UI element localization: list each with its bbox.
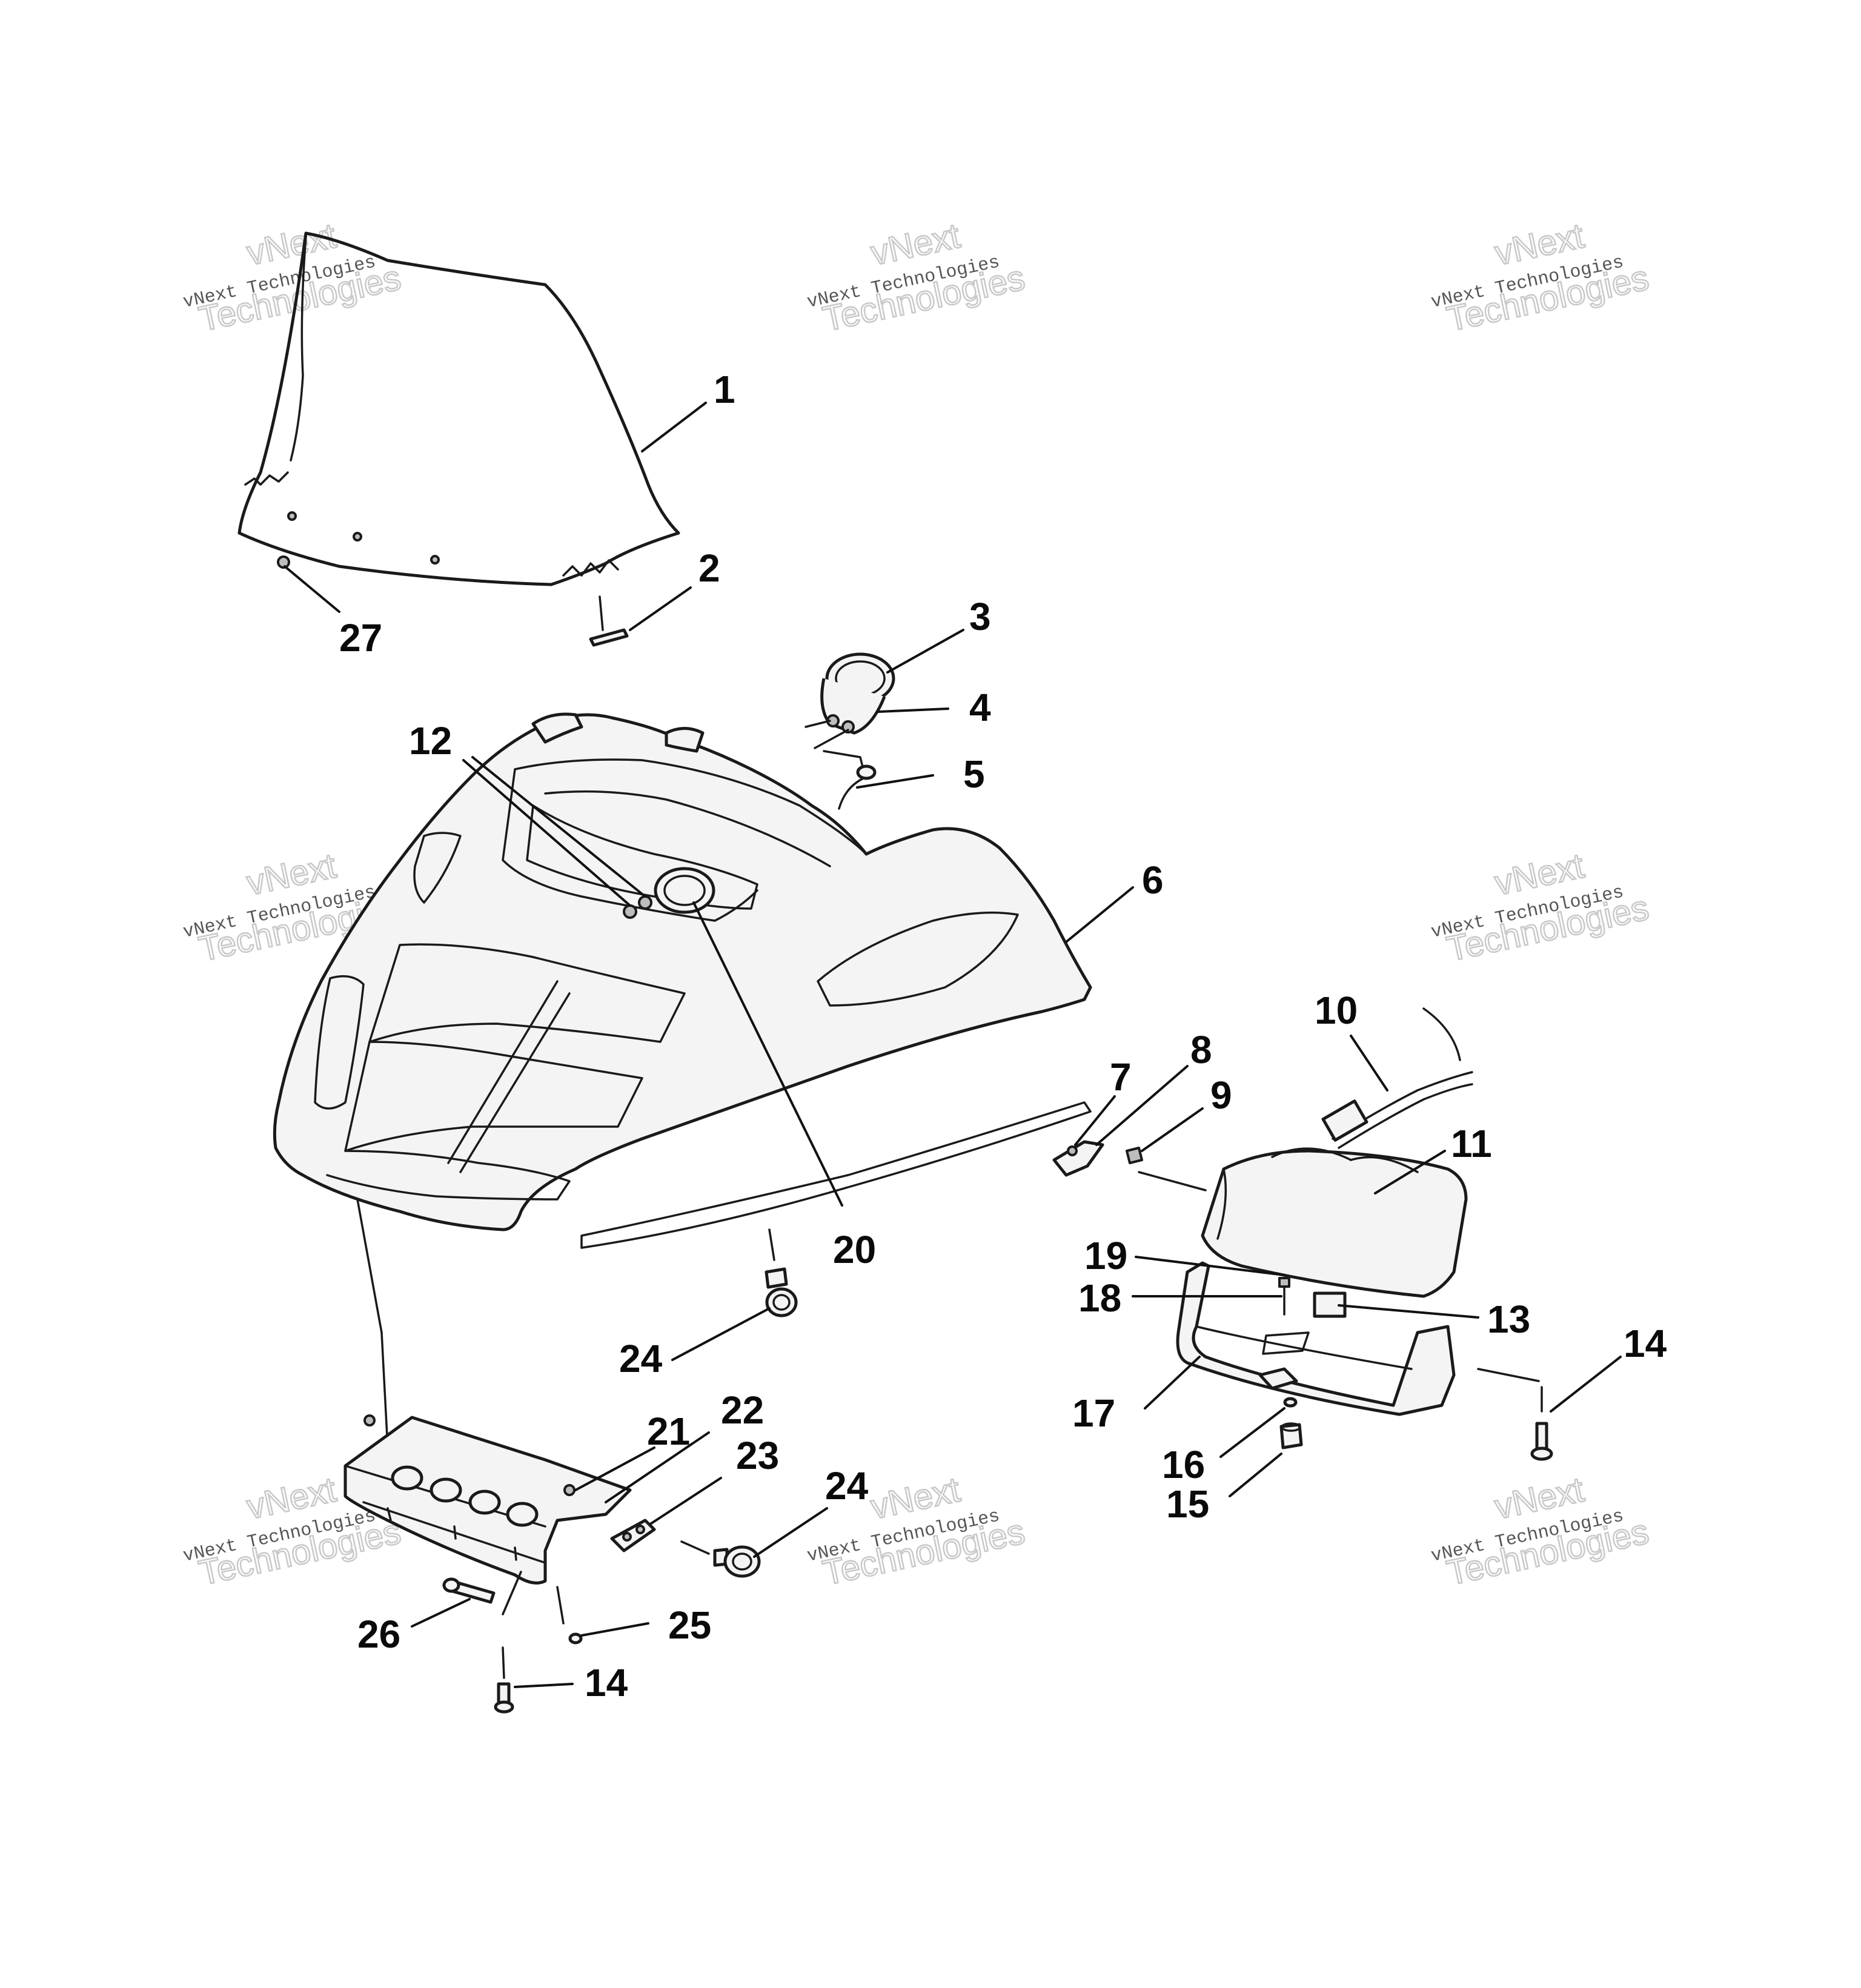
leader-lines — [284, 402, 1622, 1688]
callout-12: 12 — [409, 719, 452, 763]
windshield-screw — [589, 595, 629, 647]
callout-27: 27 — [339, 616, 382, 660]
callout-7: 7 — [1110, 1055, 1132, 1099]
callout-8: 8 — [1190, 1028, 1212, 1072]
leader-5 — [856, 774, 934, 789]
nose-pan-hole — [430, 1477, 462, 1503]
gauge — [804, 652, 895, 810]
leader-14-right — [1550, 1356, 1622, 1413]
callout-11: 11 — [1451, 1122, 1492, 1165]
windshield-hole — [353, 532, 362, 542]
callout-3: 3 — [969, 595, 991, 638]
leader-24-center — [671, 1307, 771, 1361]
callout-16: 16 — [1162, 1443, 1205, 1486]
nose-pan-hole — [468, 1489, 501, 1515]
latch-assembly — [1052, 1140, 1207, 1191]
callout-25: 25 — [668, 1603, 711, 1647]
callout-26: 26 — [357, 1612, 400, 1656]
callout-20: 20 — [833, 1228, 876, 1271]
leader-12a — [462, 759, 631, 907]
windshield-hole — [277, 555, 290, 569]
hood-fastener — [765, 1228, 798, 1317]
nose-pan-clip — [610, 1519, 656, 1552]
callout-18: 18 — [1078, 1276, 1121, 1320]
leader-15 — [1229, 1453, 1282, 1497]
nose-pan-hole — [506, 1502, 539, 1527]
bracket-bolt — [1477, 1368, 1553, 1461]
watermark-bottom-right: vNext Technologies vNext Technologies — [1429, 1469, 1653, 1594]
leader-10 — [1350, 1035, 1388, 1092]
watermark-top-right: vNext Technologies vNext Technologies — [1429, 215, 1653, 340]
callout-21: 21 — [647, 1410, 690, 1453]
callout-24-center: 24 — [619, 1337, 663, 1380]
leader-14-lower — [514, 1683, 574, 1688]
leader-6 — [1065, 886, 1134, 943]
windshield-hole — [430, 555, 440, 565]
leader-20 — [692, 901, 843, 1207]
leader-3 — [886, 629, 964, 674]
leader-22 — [605, 1431, 710, 1503]
callout-13: 13 — [1487, 1297, 1530, 1341]
callout-24-lower: 24 — [825, 1464, 869, 1508]
leader-7 — [1074, 1095, 1116, 1146]
leader-1 — [641, 402, 707, 452]
leader-19 — [1135, 1256, 1285, 1276]
watermark-mid-right: vNext Technologies vNext Technologies — [1429, 845, 1653, 970]
windshield — [237, 231, 680, 586]
leader-2 — [629, 586, 692, 631]
leader-9 — [1141, 1107, 1204, 1152]
nose-pan-small-screw — [556, 1586, 583, 1645]
leader-4 — [877, 707, 949, 713]
leader-13 — [1338, 1304, 1479, 1319]
windshield-hole — [287, 511, 297, 521]
watermark-top-center: vNext Technologies vNext Technologies — [805, 215, 1029, 340]
callout-14-lower: 14 — [585, 1661, 628, 1705]
callout-22: 22 — [721, 1388, 764, 1432]
leader-24-lower — [753, 1507, 828, 1558]
leader-25 — [580, 1622, 649, 1637]
leader-23 — [650, 1477, 722, 1525]
callout-17: 17 — [1072, 1391, 1115, 1435]
callout-23: 23 — [736, 1434, 779, 1477]
leader-12b — [471, 756, 646, 898]
callout-5: 5 — [963, 752, 985, 796]
callout-10: 10 — [1315, 989, 1358, 1032]
watermark-top-left: vNext Technologies vNext Technologies — [181, 215, 405, 340]
nose-pan-hole — [391, 1465, 423, 1491]
callout-2: 2 — [698, 546, 720, 590]
nose-pan-pin — [442, 1571, 522, 1615]
headlight — [1201, 1147, 1468, 1298]
wire-harness — [1321, 1007, 1473, 1149]
callout-4: 4 — [969, 686, 991, 729]
leader-17 — [1144, 1356, 1201, 1410]
leader-16 — [1219, 1407, 1285, 1458]
nose-pan-fastener — [680, 1540, 761, 1578]
callout-1: 1 — [714, 368, 735, 411]
callout-15: 15 — [1166, 1482, 1209, 1526]
callout-9: 9 — [1210, 1073, 1232, 1117]
leader-21 — [574, 1446, 655, 1491]
leader-8 — [1095, 1065, 1189, 1146]
leader-26 — [411, 1598, 471, 1628]
leader-27 — [284, 565, 340, 613]
nose-pan — [343, 1198, 632, 1585]
callout-14-right: 14 — [1624, 1322, 1667, 1365]
leader-11 — [1374, 1150, 1446, 1194]
callouts: 1 2 27 3 4 5 12 6 20 7 8 9 10 11 19 18 1… — [339, 368, 1667, 1705]
callout-19: 19 — [1084, 1234, 1127, 1277]
nose-pan-bolt — [494, 1646, 514, 1714]
callout-6: 6 — [1142, 858, 1164, 902]
bracket-screws — [1278, 1277, 1290, 1316]
bracket-nut — [1279, 1397, 1303, 1450]
